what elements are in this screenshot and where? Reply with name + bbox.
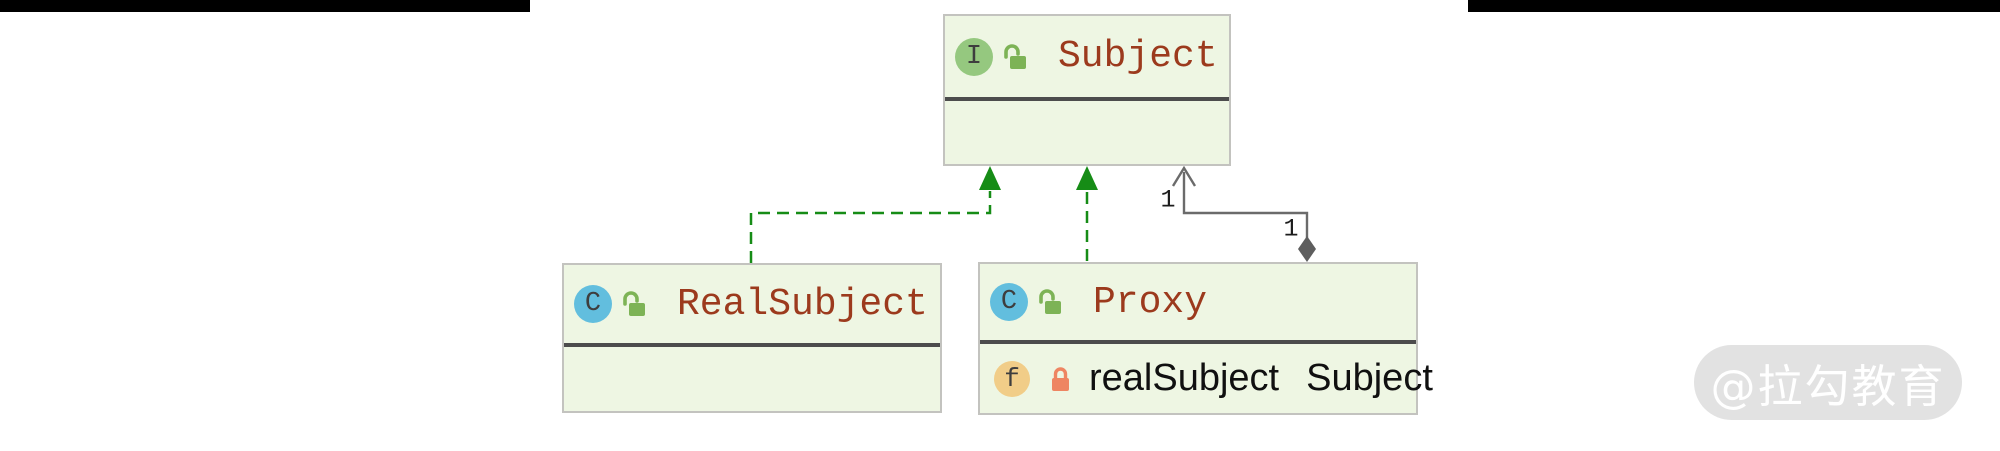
- node-header: C Proxy: [980, 264, 1416, 340]
- class-badge-icon: C: [990, 283, 1028, 321]
- watermark-badge: @拉勾教育: [1694, 345, 1962, 420]
- multiplicity-label-proxy-end: 1: [1283, 214, 1299, 244]
- lock-open-icon: [621, 290, 647, 318]
- interface-badge-icon: I: [955, 37, 993, 76]
- aggregation-diamond-icon: [1298, 236, 1316, 262]
- class-node-proxy[interactable]: C Proxy f realSubject Subjec: [978, 262, 1433, 415]
- node-body-empty: [564, 347, 940, 411]
- header-separator: [945, 97, 1229, 101]
- aggregation-edge-proxy-to-subject: [1171, 165, 1316, 262]
- open-arrowhead-icon: [1171, 165, 1197, 187]
- multiplicity-label-subject-end: 1: [1160, 185, 1176, 215]
- header-separator: [564, 343, 940, 347]
- field-row-realsubject[interactable]: f realSubject Subject: [980, 357, 1433, 400]
- realization-edge-realsubject-to-subject: [749, 166, 1001, 263]
- lock-closed-icon: [1050, 365, 1071, 393]
- realization-edge-proxy-to-subject: [1076, 166, 1098, 261]
- realization-triangle-arrowhead-icon: [979, 166, 1001, 190]
- node-body-empty: [945, 101, 1229, 164]
- node-body-fields: f realSubject Subject: [980, 344, 1433, 413]
- field-badge-icon: f: [994, 360, 1030, 397]
- node-title: Proxy: [1093, 280, 1208, 324]
- class-badge-icon: C: [574, 285, 612, 323]
- node-header: C RealSubject: [564, 265, 940, 343]
- field-type: Subject: [1306, 357, 1433, 399]
- lock-open-icon: [1037, 288, 1063, 316]
- aggregation-line: [1182, 172, 1309, 238]
- class-node-subject[interactable]: I Subject: [943, 14, 1231, 166]
- node-title: RealSubject: [677, 282, 928, 326]
- header-separator: [980, 340, 1416, 344]
- lock-open-icon: [1002, 43, 1028, 71]
- node-title: Subject: [1058, 35, 1218, 78]
- realization-triangle-arrowhead-icon: [1076, 166, 1098, 190]
- node-header: I Subject: [945, 16, 1229, 97]
- top-black-bar-right: [1468, 0, 2000, 12]
- realization-dashed-line: [749, 191, 992, 263]
- field-name: realSubject: [1089, 357, 1280, 399]
- top-black-bar-left: [0, 0, 530, 12]
- class-node-realsubject[interactable]: C RealSubject: [562, 263, 942, 413]
